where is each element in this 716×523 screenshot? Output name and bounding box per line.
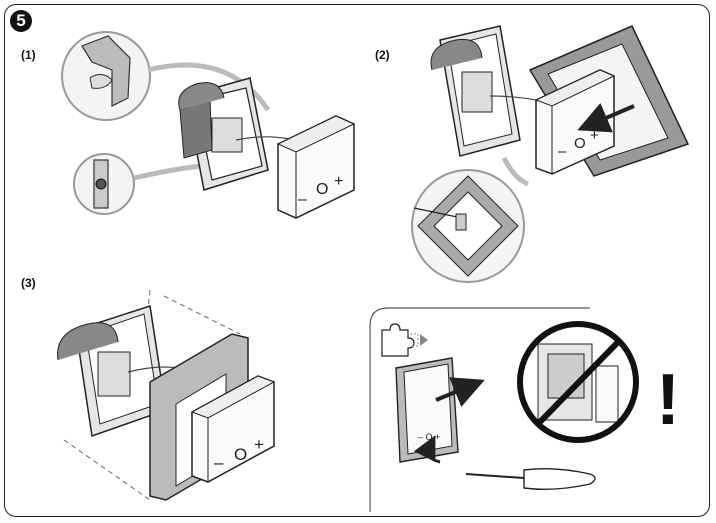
screwdriver-icon [465, 467, 596, 491]
exclamation-icon: ! [656, 360, 680, 440]
minus-button: – [558, 143, 567, 160]
panel-3-illustration: – O + [57, 289, 276, 501]
panel-2-label: (2) [375, 48, 390, 62]
circle-button: O [574, 135, 586, 152]
step-number-badge: 5 [10, 10, 32, 32]
plus-button: + [254, 435, 264, 454]
minus-button: – [298, 191, 307, 208]
mounting-frame [178, 77, 269, 191]
plus-button: + [334, 173, 343, 190]
thermostat-device: – O + [276, 115, 356, 219]
arrow-right-icon [577, 102, 635, 133]
frame-detail-icon [411, 169, 525, 283]
removal-inset: – O + ! [369, 307, 680, 512]
svg-text:– O +: – O + [418, 432, 440, 442]
mounting-frame [430, 25, 521, 157]
panel-1-label: (1) [21, 48, 36, 62]
circle-button: O [234, 445, 247, 464]
plus-button: + [590, 127, 599, 144]
minus-button: – [214, 453, 224, 472]
panel-1-illustration: – O + [61, 31, 356, 219]
screw-detail-icon [73, 153, 135, 215]
arrow-right-icon [420, 334, 428, 346]
panel-2-illustration: – O + [411, 25, 690, 283]
puzzle-piece-icon [381, 323, 419, 357]
thermostat-device: – O + [534, 69, 616, 175]
clip-detail-icon [61, 31, 151, 121]
thermostat-device: – O + [190, 375, 276, 483]
page-frame [4, 4, 710, 517]
panel-3-label: (3) [21, 276, 36, 290]
prohibition-sign-icon [517, 321, 639, 443]
circle-button: O [316, 181, 328, 198]
mounting-frame [57, 305, 167, 438]
